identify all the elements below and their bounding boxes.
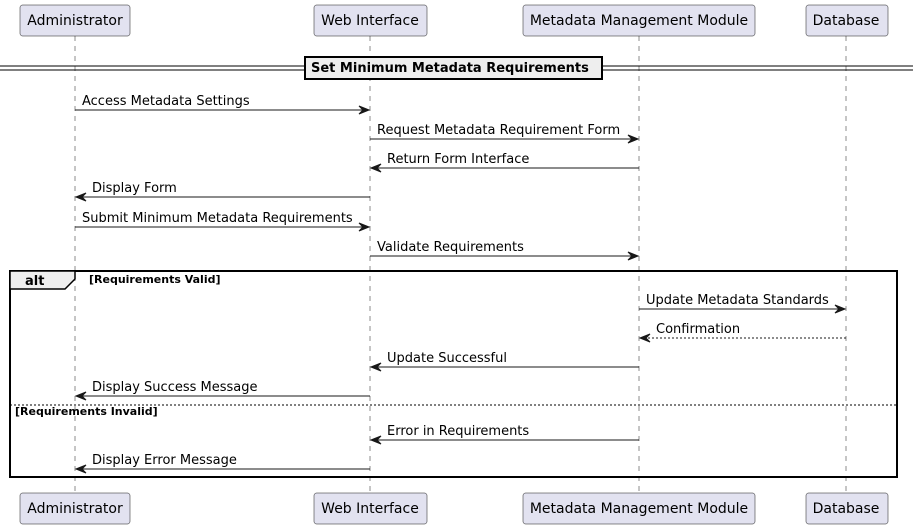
arrowhead-icon <box>369 163 382 173</box>
participant-label: Administrator <box>27 501 123 517</box>
participant-mmm-top: Metadata Management Module <box>522 4 756 37</box>
participant-label: Metadata Management Module <box>530 13 748 29</box>
message-11: Error in Requirements <box>369 424 639 445</box>
arrowhead-icon <box>369 362 382 372</box>
message-3: Return Form Interface <box>369 152 639 173</box>
message-4: Display Form <box>74 181 370 202</box>
participant-mmm-bottom: Metadata Management Module <box>522 492 756 525</box>
arrowhead-icon <box>834 304 847 314</box>
participant-admin-top: Administrator <box>19 4 131 37</box>
section-divider: Set Minimum Metadata Requirements <box>0 56 913 80</box>
message-8: Confirmation <box>638 322 846 343</box>
message-2: Request Metadata Requirement Form <box>370 123 640 144</box>
participant-db-bottom: Database <box>805 492 889 525</box>
arrowhead-icon <box>74 391 87 401</box>
message-9: Update Successful <box>369 351 639 372</box>
divider-label: Set Minimum Metadata Requirements <box>311 61 589 76</box>
arrowhead-icon <box>627 134 640 144</box>
message-label: Display Success Message <box>92 380 258 395</box>
message-label: Return Form Interface <box>387 152 529 167</box>
alt-keyword: alt <box>25 274 44 289</box>
message-label: Access Metadata Settings <box>82 94 250 109</box>
alt-guard-valid: [Requirements Valid] <box>89 273 220 286</box>
message-10: Display Success Message <box>74 380 370 401</box>
arrowhead-icon <box>369 435 382 445</box>
arrowhead-icon <box>638 333 651 343</box>
participant-box <box>522 492 756 525</box>
participant-box <box>19 492 131 525</box>
participant-db-top: Database <box>805 4 889 37</box>
arrowhead-icon <box>358 222 371 232</box>
message-5: Submit Minimum Metadata Requirements <box>75 211 371 232</box>
participant-web-top: Web Interface <box>313 4 428 37</box>
participant-label: Administrator <box>27 13 123 29</box>
alt-guard-invalid: [Requirements Invalid] <box>15 405 158 418</box>
message-label: Request Metadata Requirement Form <box>377 123 620 138</box>
alt-fragment: alt [Requirements Valid] [Requirements I… <box>9 270 898 478</box>
message-12: Display Error Message <box>74 453 370 474</box>
arrowhead-icon <box>74 192 87 202</box>
participant-label: Web Interface <box>321 13 419 29</box>
message-label: Submit Minimum Metadata Requirements <box>82 211 353 226</box>
participant-label: Metadata Management Module <box>530 501 748 517</box>
message-1: Access Metadata Settings <box>75 94 371 115</box>
arrowhead-icon <box>74 464 87 474</box>
participant-label: Database <box>813 501 880 517</box>
message-label: Display Error Message <box>92 453 237 468</box>
participant-box <box>805 492 889 525</box>
message-7: Update Metadata Standards <box>639 293 847 314</box>
participant-box <box>805 4 889 37</box>
message-label: Display Form <box>92 181 177 196</box>
participant-box <box>522 4 756 37</box>
participant-label: Database <box>813 13 880 29</box>
arrowhead-icon <box>627 251 640 261</box>
participant-box <box>313 492 428 525</box>
participant-box <box>313 4 428 37</box>
arrowhead-icon <box>358 105 371 115</box>
message-label: Update Metadata Standards <box>646 293 829 308</box>
lifelines <box>74 36 847 493</box>
participant-box <box>19 4 131 37</box>
message-label: Update Successful <box>387 351 507 366</box>
message-label: Error in Requirements <box>387 424 529 439</box>
message-6: Validate Requirements <box>370 240 640 261</box>
participant-web-bottom: Web Interface <box>313 492 428 525</box>
message-label: Confirmation <box>656 322 740 337</box>
participant-admin-bottom: Administrator <box>19 492 131 525</box>
message-label: Validate Requirements <box>377 240 524 255</box>
participant-label: Web Interface <box>321 501 419 517</box>
